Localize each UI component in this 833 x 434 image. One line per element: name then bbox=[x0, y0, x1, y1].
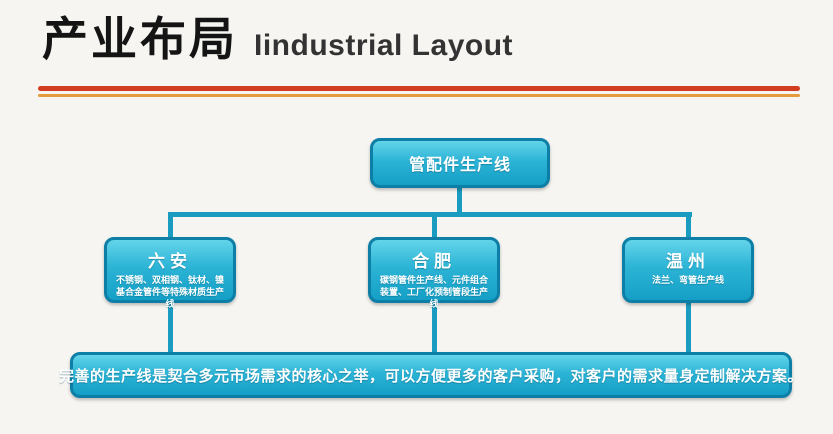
connector-child3-up bbox=[686, 212, 691, 237]
connector-root-stub bbox=[457, 188, 462, 215]
root-node-pipe-fittings-line: 管配件生产线 bbox=[370, 138, 550, 188]
child-node-wenzhou: 温州 法兰、弯管生产线 bbox=[622, 237, 754, 303]
divider-line-orange bbox=[38, 94, 800, 97]
page-title-en: Iindustrial Layout bbox=[254, 29, 514, 62]
accent-divider bbox=[38, 86, 800, 97]
footer-banner: 完善的生产线是契合多元市场需求的核心之举，可以方便更多的客户采购，对客户的需求量… bbox=[59, 352, 803, 398]
divider-line-red bbox=[38, 86, 800, 91]
page-title-zh: 产业布局 bbox=[42, 13, 238, 65]
connector-child2-down bbox=[432, 302, 437, 352]
child-node-wenzhou-name: 温州 bbox=[666, 252, 710, 271]
child-node-wenzhou-desc: 法兰、弯管生产线 bbox=[651, 275, 724, 285]
page-header: 产业布局 Iindustrial Layout bbox=[42, 12, 513, 67]
child-node-hefei-name: 合肥 bbox=[412, 252, 456, 271]
connector-child1-up bbox=[168, 212, 173, 237]
root-node-label: 管配件生产线 bbox=[408, 157, 511, 174]
child-node-hefei: 合肥 碳钢管件生产线、元件组合装置、工厂化预制管段生产线 bbox=[368, 237, 500, 309]
connector-horizontal bbox=[168, 212, 692, 217]
footer-banner-text: 完善的生产线是契合多元市场需求的核心之举，可以方便更多的客户采购，对客户的需求量… bbox=[59, 367, 804, 385]
child-node-luan: 六安 不锈钢、双相钢、钛材、镍基合金管件等特殊材质生产线 bbox=[104, 237, 236, 309]
connector-child3-down bbox=[686, 302, 691, 352]
connector-child2-up bbox=[432, 212, 437, 237]
child-node-luan-desc: 不锈钢、双相钢、钛材、镍基合金管件等特殊材质生产线 bbox=[115, 275, 224, 310]
child-node-luan-name: 六安 bbox=[148, 252, 192, 271]
connector-child1-down bbox=[168, 302, 173, 352]
child-node-hefei-desc: 碳钢管件生产线、元件组合装置、工厂化预制管段生产线 bbox=[379, 275, 488, 310]
